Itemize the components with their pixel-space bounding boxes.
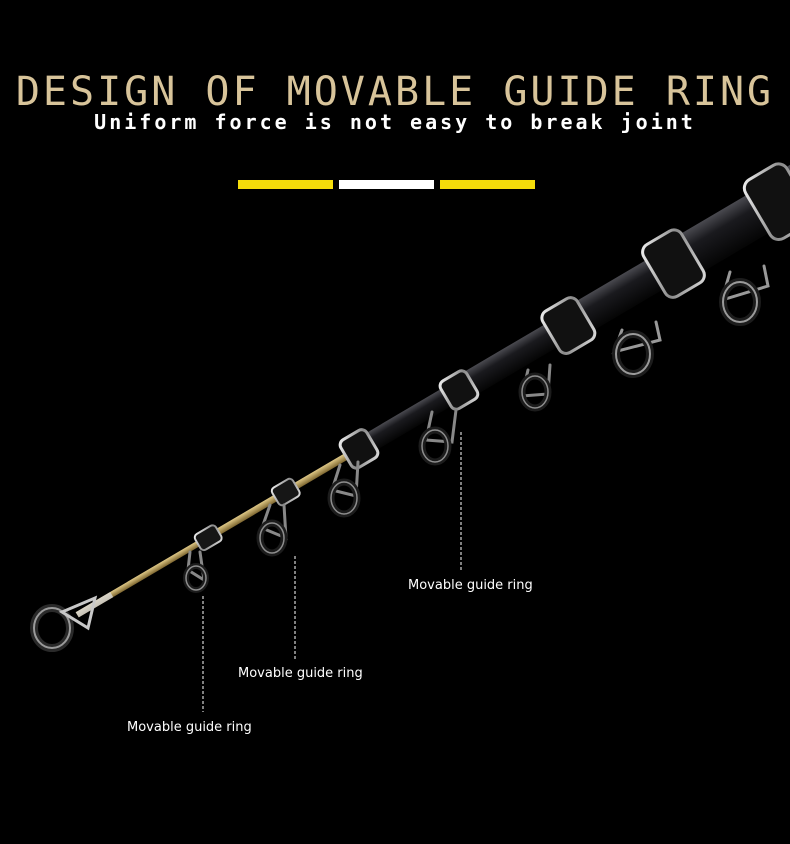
guide-ring-3: [327, 460, 361, 518]
divider-bar-white: [339, 180, 434, 189]
movable-guide-collar-1: [193, 524, 223, 552]
tip-top-guide: [30, 595, 98, 652]
guide-ring-2: [256, 503, 288, 557]
divider-bar-yellow-right: [440, 180, 535, 189]
page-title: DESIGN OF MOVABLE GUIDE RING: [15, 68, 775, 115]
guide-ring-7: [719, 264, 770, 326]
guide-ring-5: [518, 363, 552, 412]
callout-label-middle: Movable guide ring: [238, 666, 363, 681]
movable-guide-collar-2: [270, 477, 301, 507]
joint-collar-3: [641, 228, 706, 299]
joint-collar-4: [742, 162, 790, 241]
callout-label-lower: Movable guide ring: [127, 720, 252, 735]
movable-guide-collar-3: [438, 369, 480, 411]
joint-collar-2: [540, 296, 597, 355]
guide-ring-1: [183, 550, 209, 593]
rod-section-2: [454, 321, 563, 400]
joint-collar-1: [338, 428, 380, 470]
page-subtitle: Uniform force is not easy to break joint: [94, 110, 696, 134]
divider-bar-yellow-left: [238, 180, 333, 189]
guide-ring-4: [418, 408, 458, 466]
callout-label-upper: Movable guide ring: [408, 578, 533, 593]
rod-section-1: [344, 379, 467, 464]
guide-ring-6: [611, 320, 662, 378]
